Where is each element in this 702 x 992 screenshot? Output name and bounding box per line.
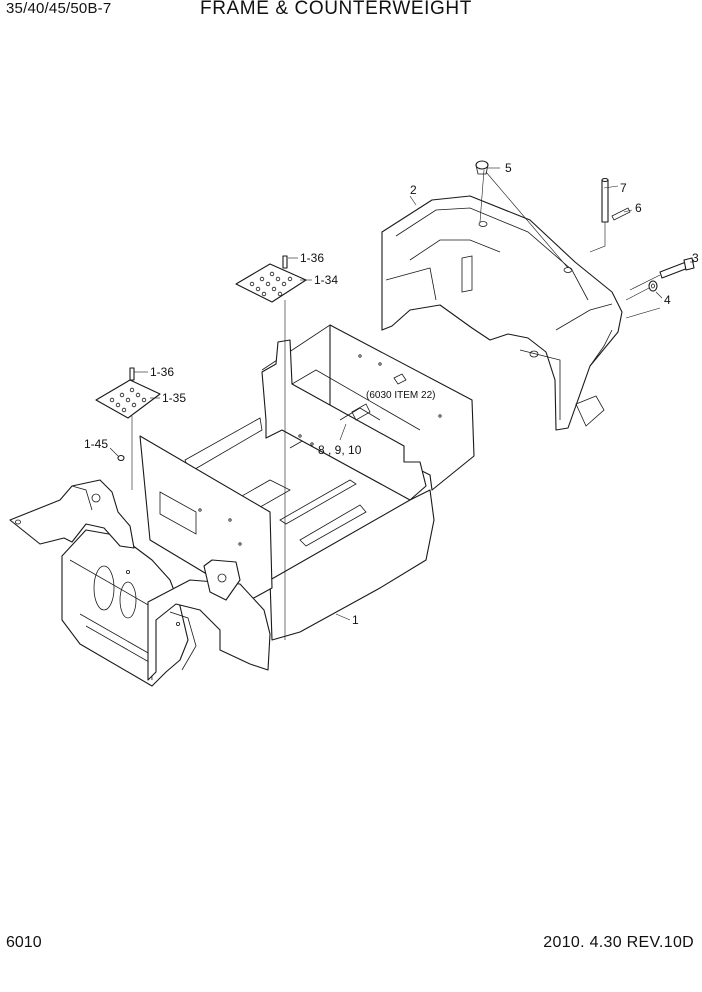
callout-plate-bolt-upper: 1-36 — [300, 251, 324, 265]
callout-frame: 1 — [352, 613, 359, 627]
callout-washer: 4 — [664, 293, 671, 307]
revision-date: 2010. 4.30 REV.10D — [543, 934, 694, 951]
callout-plate-bolt-lower: 1-36 — [150, 365, 174, 379]
counterweight — [381, 195, 623, 431]
page-title: FRAME & COUNTERWEIGHT — [200, 0, 472, 19]
callout-bolt: 3 — [692, 251, 699, 265]
pin-clip-part — [611, 207, 631, 221]
callout-sub-items: 8 , 9, 10 — [318, 443, 362, 457]
callout-step-plate-upper: 1-34 — [314, 273, 338, 287]
callout-side-bolt: 1-45 — [84, 437, 108, 451]
model-number: 35/40/45/50B-7 — [6, 0, 112, 17]
washer-part — [625, 280, 661, 319]
bolt-part — [629, 257, 695, 291]
callout-reference-note: (6030 ITEM 22) — [366, 390, 435, 401]
callout-counterweight: 2 — [410, 183, 417, 197]
step-plate-lower — [95, 367, 161, 490]
callout-step-plate-lower: 1-35 — [162, 391, 186, 405]
page-number: 6010 — [6, 934, 42, 951]
side-bolt — [117, 454, 125, 462]
cap-part — [475, 160, 573, 273]
callout-pin-clip: 6 — [635, 201, 642, 215]
callout-pin: 7 — [620, 181, 627, 195]
pin-part — [589, 177, 609, 253]
leader-lines — [109, 167, 694, 621]
callout-cap: 5 — [505, 161, 512, 175]
frame — [9, 324, 475, 687]
